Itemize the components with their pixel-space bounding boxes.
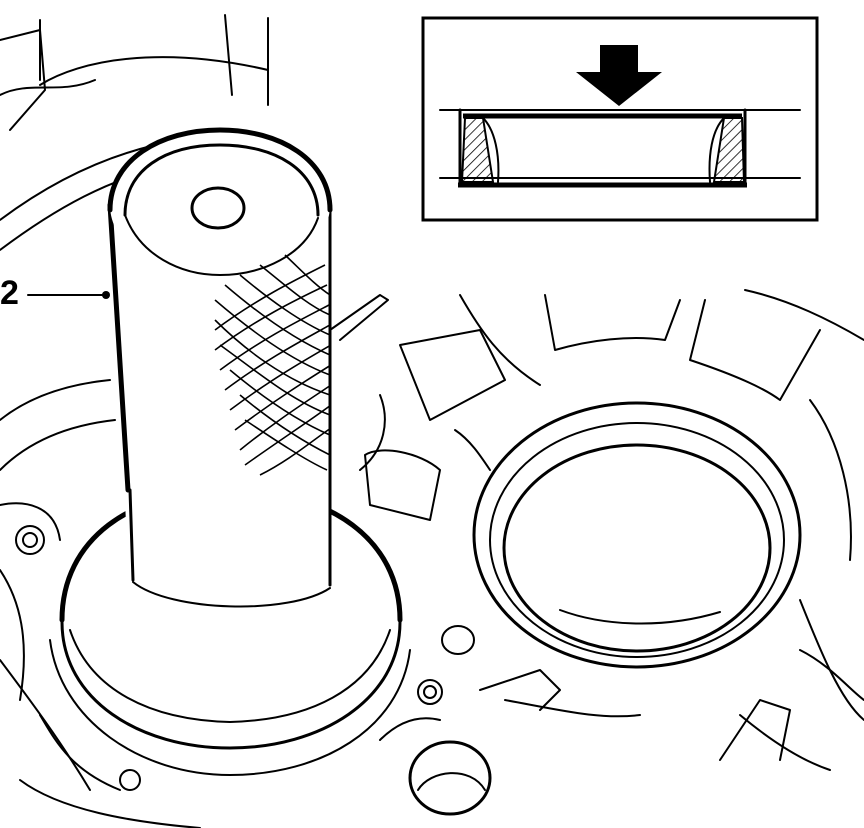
knurled-grip: [214, 254, 330, 476]
transmission-housing: [0, 14, 864, 828]
callout-label-2: 2: [0, 274, 19, 312]
callout-2-leader: [27, 291, 110, 299]
seal-detail-inset: [421, 16, 819, 222]
press-direction-arrow-icon: [576, 45, 662, 106]
installation-tool: [49, 127, 411, 776]
